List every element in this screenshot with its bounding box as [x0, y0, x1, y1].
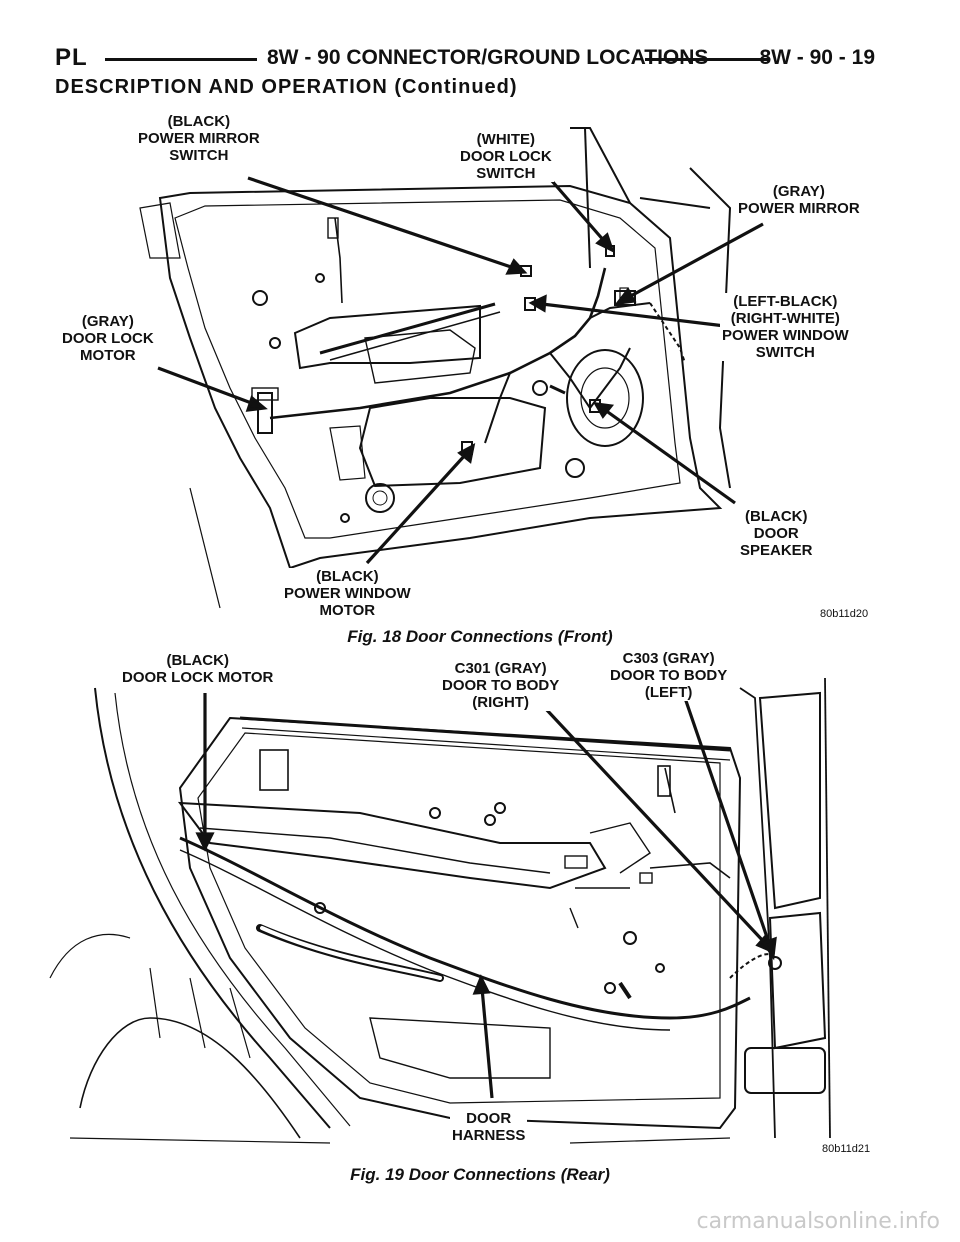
header-page-number: 8W - 90 - 19 — [759, 46, 875, 69]
callout-c301: C301 (GRAY) DOOR TO BODY (RIGHT) — [440, 660, 562, 711]
figure-id: 80b11d21 — [822, 1143, 871, 1155]
section-title: DESCRIPTION AND OPERATION (Continued) — [55, 76, 518, 98]
header-section-code: PL — [55, 44, 88, 71]
front-door-illustration — [139, 127, 764, 609]
callout-door-lock-motor-rear: (BLACK) DOOR LOCK MOTOR — [120, 652, 276, 686]
figure-caption-front: Fig. 18 Door Connections (Front) — [347, 627, 613, 646]
callout-door-lock-switch: (WHITE) DOOR LOCK SWITCH — [458, 131, 554, 182]
callout-door-harness: DOOR HARNESS — [450, 1110, 528, 1144]
figure-id: 80b11d20 — [820, 608, 869, 620]
figure-caption-rear: Fig. 19 Door Connections (Rear) — [350, 1165, 610, 1184]
header-rule-left — [105, 58, 257, 61]
callout-power-window-motor: (BLACK) POWER WINDOW MOTOR — [282, 568, 413, 619]
rear-door-illustration — [49, 677, 831, 1144]
callout-power-mirror: (GRAY) POWER MIRROR — [736, 183, 862, 217]
callout-c303: C303 (GRAY) DOOR TO BODY (LEFT) — [608, 650, 730, 701]
page-header: PL 8W - 90 CONNECTOR/GROUND LOCATIONS 8W… — [55, 44, 875, 72]
callout-door-lock-motor: (GRAY) DOOR LOCK MOTOR — [60, 313, 156, 364]
figure-door-connections-rear: (BLACK) DOOR LOCK MOTOR C301 (GRAY) DOOR… — [30, 638, 930, 1158]
callout-power-window-switch: (LEFT-BLACK) (RIGHT-WHITE) POWER WINDOW … — [720, 293, 851, 361]
callout-door-speaker: (BLACK) DOOR SPEAKER — [738, 508, 815, 559]
figure-door-connections-front: (BLACK) POWER MIRROR SWITCH (WHITE) DOOR… — [30, 108, 930, 623]
watermark: carmanualsonline.info — [696, 1209, 940, 1234]
callout-power-mirror-switch: (BLACK) POWER MIRROR SWITCH — [136, 113, 262, 164]
header-title: 8W - 90 CONNECTOR/GROUND LOCATIONS — [267, 46, 709, 69]
header-rule-right — [645, 58, 770, 61]
